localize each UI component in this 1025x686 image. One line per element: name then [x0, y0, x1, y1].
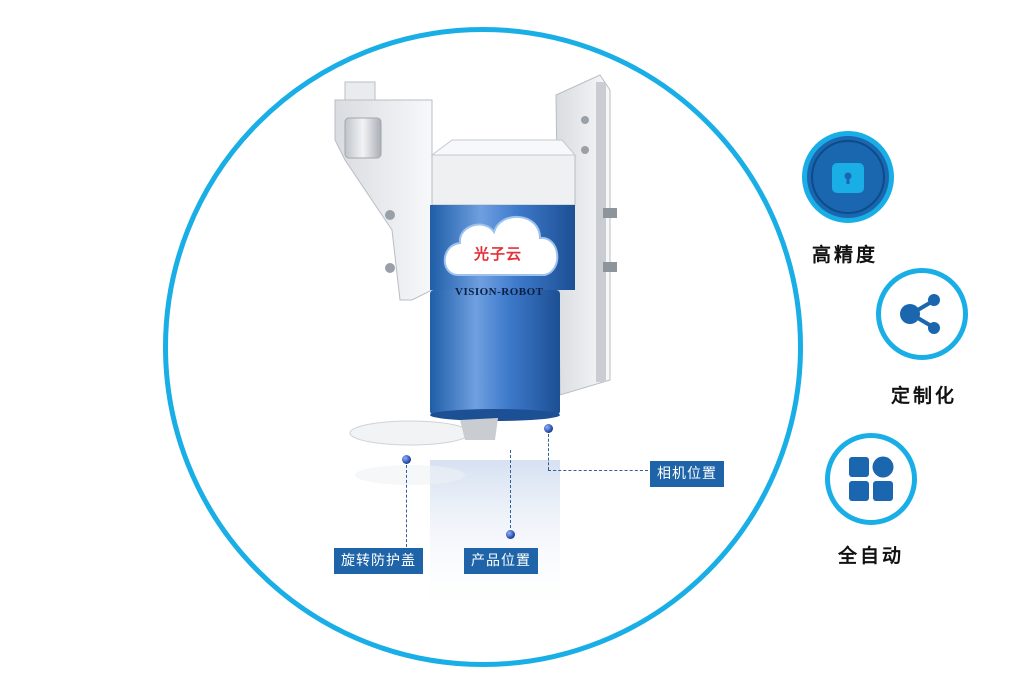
feature-label-fully-automatic: 全自动 — [838, 545, 905, 567]
camera-position-dot — [544, 424, 553, 433]
rotating-cover-line — [406, 465, 407, 547]
rotating-cover-label: 旋转防护盖 — [334, 548, 423, 574]
product-position-label: 产品位置 — [464, 548, 538, 574]
product-position-dot — [506, 530, 515, 539]
camera-position-label: 相机位置 — [650, 461, 724, 487]
high-precision-badge — [802, 131, 894, 223]
brand-band-text: VISION-ROBOT — [455, 286, 544, 298]
camera-position-line-h — [548, 470, 648, 471]
product-position-line — [510, 450, 511, 528]
share-icon — [900, 294, 940, 334]
product-logo-text: 光子云 — [474, 245, 523, 263]
grid-apps-icon — [849, 456, 894, 501]
feature-label-high-precision: 高精度 — [812, 244, 879, 266]
frame-circle — [163, 27, 803, 667]
fully-automatic-badge — [825, 433, 917, 525]
lock-icon — [832, 163, 864, 193]
feature-label-customization: 定制化 — [891, 385, 958, 407]
camera-position-line-v — [548, 434, 549, 470]
rotating-cover-dot — [402, 455, 411, 464]
customization-badge — [876, 268, 968, 360]
